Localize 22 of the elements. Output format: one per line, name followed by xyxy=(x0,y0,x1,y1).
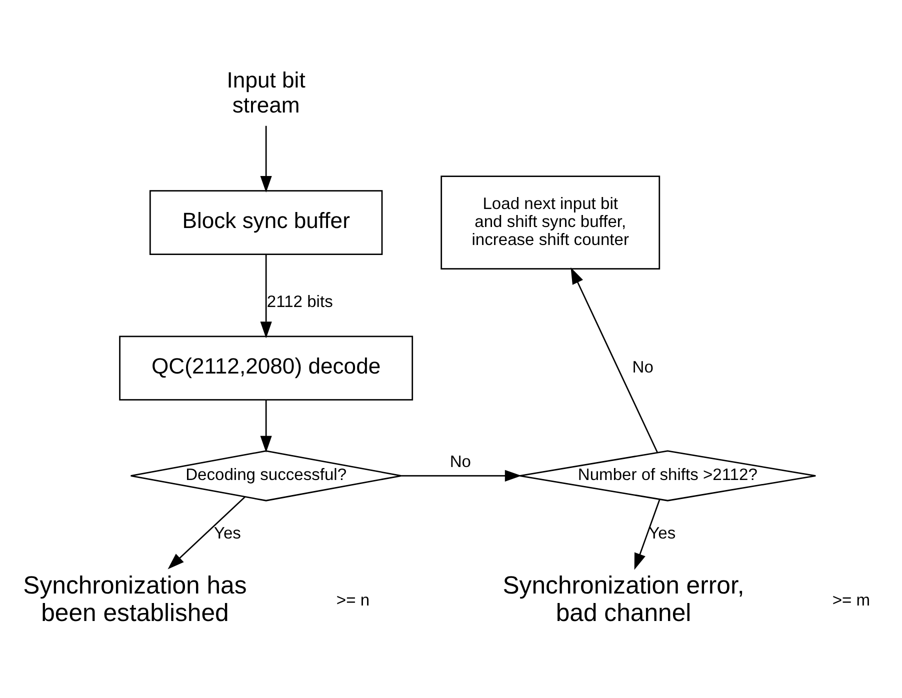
node-box: Load next input bit and shift sync buffer, increase shift counter xyxy=(440,175,660,269)
arrow xyxy=(401,469,522,482)
edge-label: No xyxy=(450,451,472,470)
arrow xyxy=(634,498,660,570)
edge-label: Yes xyxy=(214,523,241,542)
node-box: Block sync buffer xyxy=(149,190,383,254)
node-text: Input bit stream xyxy=(226,67,306,118)
arrow xyxy=(570,266,658,452)
node-box: QC(2112,2080) decode xyxy=(119,335,414,400)
edge-label: 2112 bits xyxy=(266,291,333,310)
edge-label: No xyxy=(632,356,654,376)
node-diamond: Number of shifts >2112? xyxy=(519,450,816,501)
edge-label: Yes xyxy=(648,523,676,542)
arrow xyxy=(260,254,272,338)
node-text: Synchronization error, bad channel xyxy=(502,572,744,627)
node-text: Synchronization has been established xyxy=(23,572,247,627)
arrow xyxy=(260,125,272,192)
label: >= n xyxy=(336,590,370,610)
arrow xyxy=(260,400,272,452)
label: >= m xyxy=(832,590,870,610)
node-diamond: Decoding successful? xyxy=(130,450,402,501)
arrow xyxy=(168,496,246,569)
